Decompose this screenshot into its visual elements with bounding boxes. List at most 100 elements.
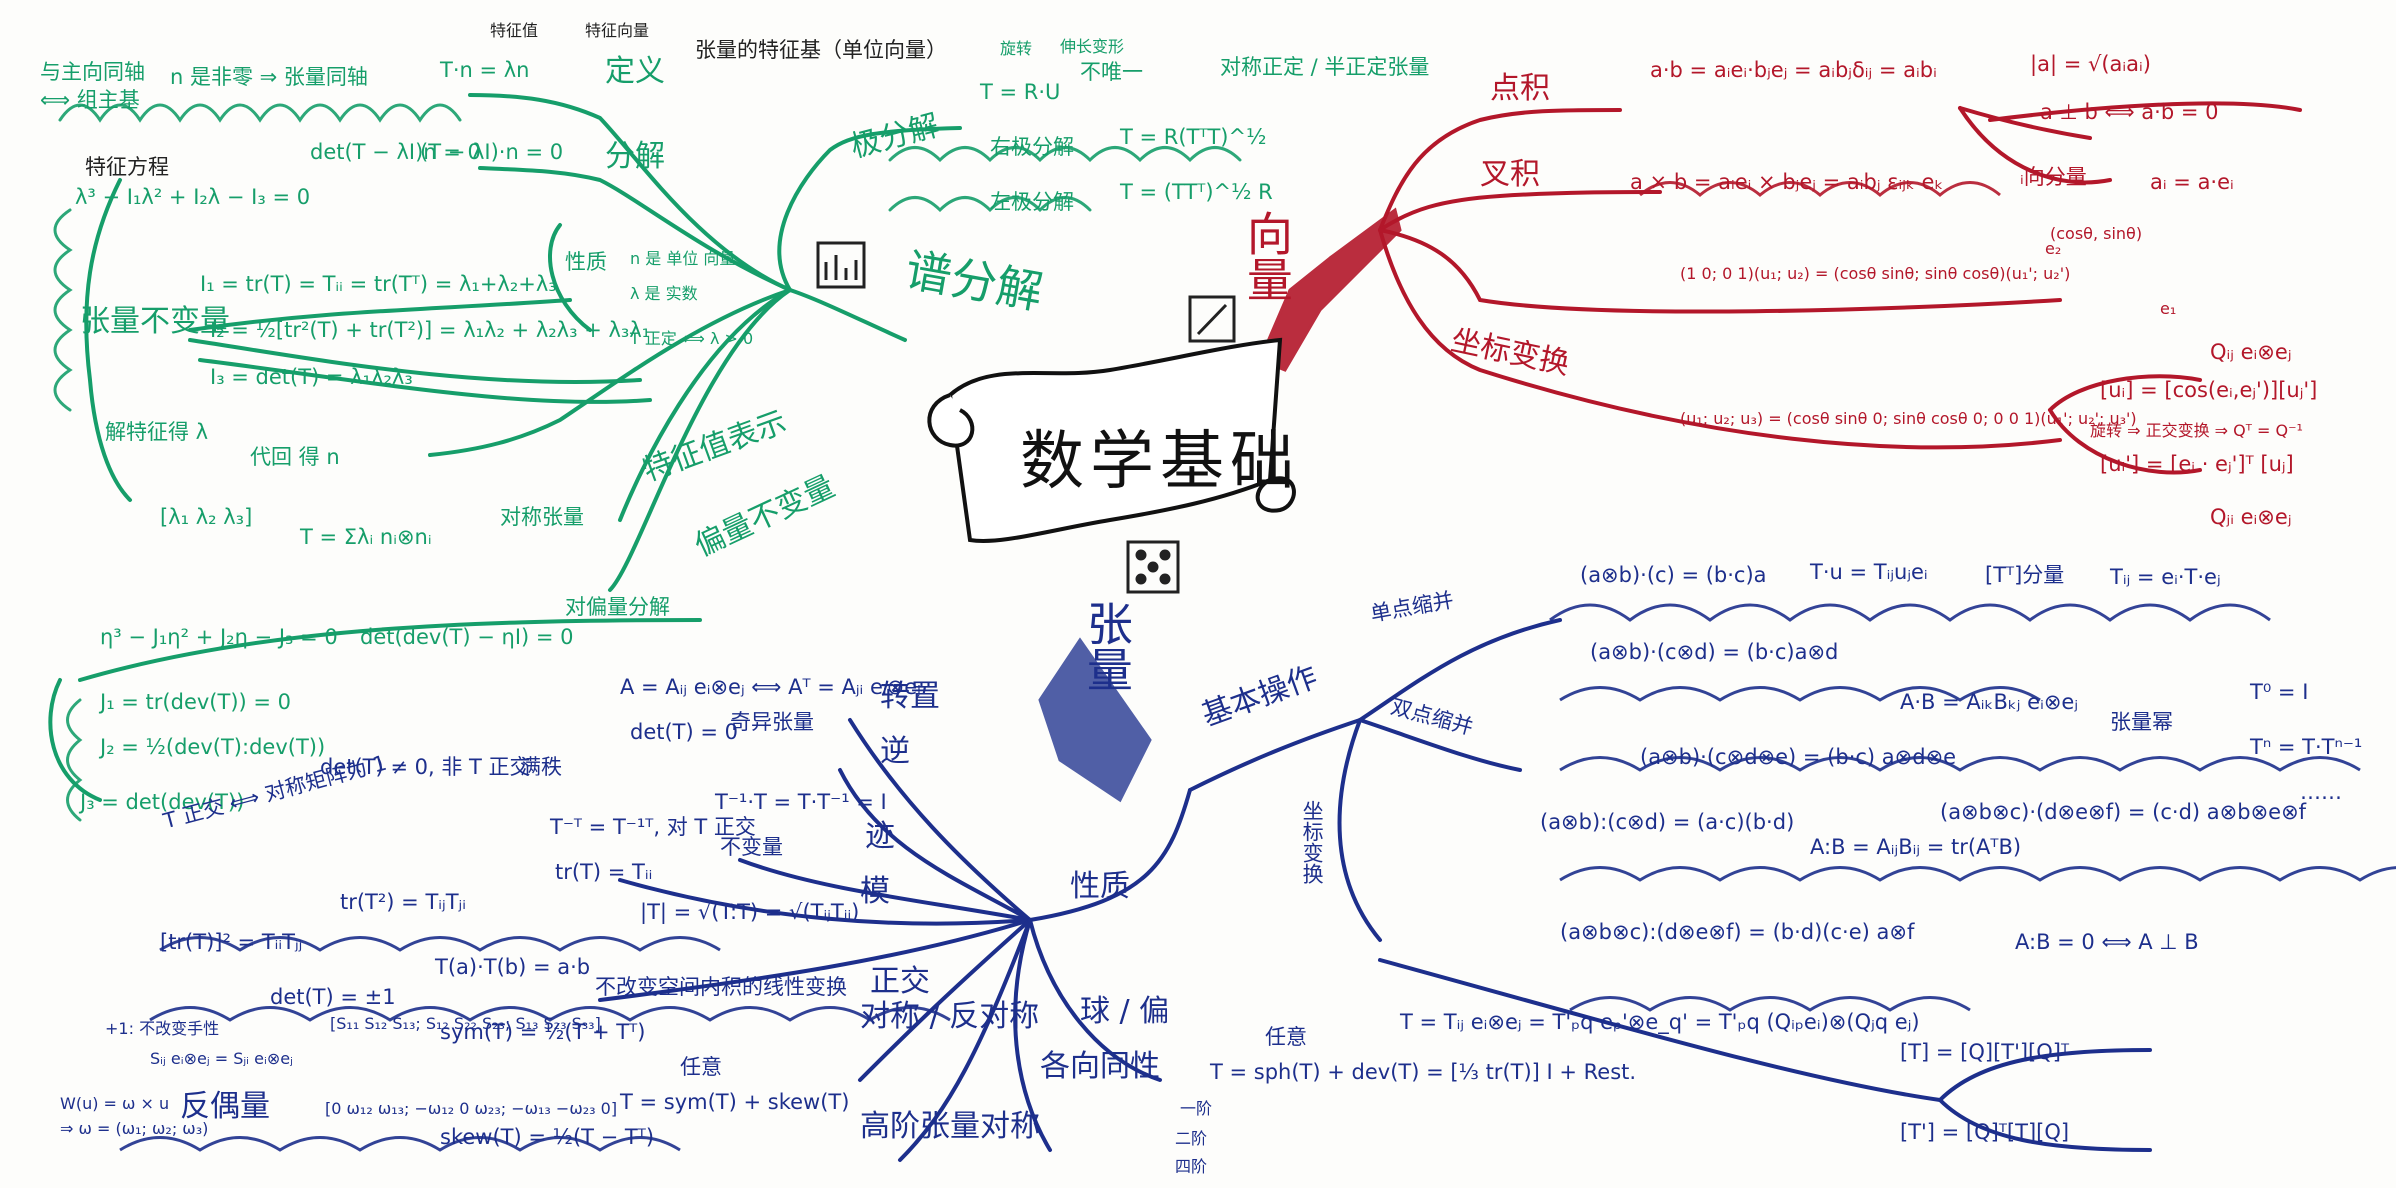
deviator-poly: η³ − J₁η² + J₂η − J₃ = 0 [100, 625, 338, 649]
skew-eq: skew(T) = ½(T − Tᵀ) [440, 1125, 655, 1149]
orth-eq: T(a)·T(b) = a·b [435, 955, 591, 979]
q-basis-1: Qᵢⱼ eᵢ⊗eⱼ [2210, 340, 2292, 364]
branch-tensor: 张量 [1079, 600, 1134, 692]
coord-eq2: [uᵢ'] = [eᵢ · eⱼ']ᵀ [uⱼ] [2100, 452, 2294, 476]
iso-first: 一阶 [1180, 1099, 1213, 1118]
double-d2: A:B = AᵢⱼBᵢⱼ = tr(AᵀB) [1810, 835, 2022, 859]
def-eigval: 特征值 [490, 21, 539, 40]
deviator-dev: 对偏量分解 [565, 595, 670, 619]
dot-formula: a·b = aᵢeᵢ·bⱼeⱼ = aᵢbⱼδᵢⱼ = aᵢbᵢ [1650, 58, 1937, 82]
decomp-eq1: det(T − λI)n = 0 [310, 140, 481, 164]
sketch-point: (cosθ, sinθ) [2050, 224, 2143, 243]
deviator-j3: J₃ = det(dev(T)) [80, 790, 245, 814]
invariant-i3: I₃ = det(T) = λ₁λ₂λ₃ [210, 365, 413, 389]
scroll-banner [927, 337, 1296, 543]
single-s10: (a⊗b)·(c⊗d⊗e) = (b·c) a⊗d⊗e [1640, 745, 1957, 769]
trace-eq: tr(T) = Tᵢᵢ [555, 860, 653, 884]
cross-product-label: 叉积 [1480, 157, 1540, 192]
rot2d-formula: (1 0; 0 1)(u₁; u₂) = (cosθ sinθ; sinθ co… [1680, 264, 2071, 283]
rotation-note: +1: 不改变手性 [105, 1019, 220, 1038]
single-s5: (a⊗b)·(c⊗d) = (b·c)a⊗d [1590, 640, 1839, 664]
single-s4: Tᵢⱼ = eᵢ·T·eⱼ [2110, 565, 2221, 589]
t-inverse-eq2: T⁻ᵀ = T⁻¹ᵀ, 对 T 正交 [550, 815, 756, 839]
pencil-icon [1188, 295, 1236, 343]
single-s8: T⁰ = I [2250, 680, 2309, 704]
iso-fourth: 四阶 [1175, 1157, 1208, 1176]
skew-matrix: [0 ω₁₂ ω₁₃; −ω₁₂ 0 ω₂₃; −ω₁₃ −ω₂₃ 0] [325, 1099, 618, 1118]
deviator-j2: J₂ = ½(dev(T):dev(T)) [100, 735, 326, 759]
deviator-char: det(dev(T) − ηI) = 0 [360, 625, 574, 649]
any-label: 任意 [680, 1055, 722, 1079]
any2-label: 任意 [1265, 1025, 1307, 1049]
single-s3: [Tᵀ]分量 [1985, 563, 2065, 587]
sij-eq: Sᵢⱼ eᵢ⊗eⱼ = Sⱼᵢ eᵢ⊗eⱼ [150, 1049, 293, 1068]
transpose-label: 转置 [880, 679, 940, 714]
props-label: 性质 [565, 250, 607, 274]
rot3d-formula: (u₁; u₂; u₃) = (cosθ sinθ 0; sinθ cosθ 0… [1680, 409, 2137, 428]
q-basis-2: Qⱼᵢ eᵢ⊗eⱼ [2210, 505, 2292, 529]
eigen-repr-sym: 对称张量 [500, 505, 584, 529]
t-inverse-eq: T⁻¹·T = T·T⁻¹ = I [715, 790, 887, 814]
single-s1: (a⊗b)·(c) = (b·c)a [1580, 563, 1767, 587]
coord-c3: [T'] = [Q]ᵀ[T][Q] [1900, 1120, 2070, 1144]
rotation-note: 旋转 ⇒ 正交变换 ⇒ Qᵀ = Q⁻¹ [2090, 421, 2303, 440]
polar-semidef: 对称正定 / 半正定张量 [1220, 55, 1430, 79]
props-p3: T 正定 ⟺ λ > 0 [630, 329, 754, 348]
single-dots: …… [2300, 780, 2342, 804]
solve-a: 解特征得 λ [105, 420, 209, 444]
component-label: ᵢ向分量 [2020, 165, 2087, 189]
eigen-repr-matrix: [λ₁ λ₂ λ₃] [160, 505, 253, 529]
polar-note2: 伸长变形 [1060, 37, 1125, 56]
props-p2: λ 是 实数 [630, 284, 698, 303]
cross-formula: a × b = aᵢeᵢ × bⱼeⱼ = aᵢbⱼ εᵢⱼₖ eₖ [1630, 170, 1944, 194]
sph-eq: T = sph(T) + dev(T) = [⅓ tr(T)] I + Rest… [1210, 1060, 1637, 1084]
iso-second: 二阶 [1175, 1129, 1208, 1148]
def-eigvec: 特征向量 [585, 21, 650, 40]
left-polar-label: 左极分解 [990, 190, 1074, 214]
eigen-repr-eq: T = Σλᵢ nᵢ⊗nᵢ [300, 525, 432, 549]
trace-squared: [tr(T)]² = TᵢᵢTⱼⱼ [160, 930, 303, 954]
char-poly: λ³ − I₁λ² + I₂λ − I₃ = 0 [75, 185, 311, 209]
dice-icon [1126, 540, 1180, 594]
def-label: 定义 [605, 54, 665, 89]
right-polar-eq: T = R(TᵀT)^½ [1120, 125, 1267, 149]
sum-eq: T = sym(T) + skew(T) [620, 1090, 850, 1114]
deviator-j1: J₁ = tr(dev(T)) = 0 [100, 690, 292, 714]
tensor-coord-label: 坐标变换 [1300, 800, 1325, 884]
invariant-label: 不变量 [720, 835, 783, 859]
polar-eq: T = R·U [980, 80, 1061, 104]
invariant-i1: I₁ = tr(T) = Tᵢᵢ = tr(Tᵀ) = λ₁+λ₂+λ₃ [200, 272, 557, 296]
coord-c1: T = Tᵢⱼ eᵢ⊗eⱼ = T'ₚq eₚ'⊗e_q' = T'ₚq (Qᵢ… [1400, 1010, 1920, 1034]
branch-vector: 向量 [1239, 210, 1294, 302]
norm-formula: |a| = √(aᵢaᵢ) [2030, 52, 2151, 76]
single-s2: T·u = Tᵢⱼuⱼeᵢ [1810, 560, 1928, 584]
single-s11: (a⊗b⊗c)·(d⊗e⊗f) = (c·d) a⊗b⊗e⊗f [1940, 800, 2307, 824]
def-same: 与主向同轴 [40, 60, 145, 84]
trace-label: 迹 [865, 819, 895, 854]
single-s7: 张量幂 [2110, 710, 2173, 734]
sym-eq: sym(T) = ½(T + Tᵀ) [440, 1020, 646, 1044]
def-nonzero: n 是非零 ⇒ 张量同轴 [170, 65, 368, 89]
orth-formula: a ⊥ b ⟺ a·b = 0 [2040, 100, 2219, 124]
axial-eq: W(u) = ω × u [60, 1094, 170, 1113]
single-s6: A·B = AᵢₖBₖⱼ eᵢ⊗eⱼ [1900, 690, 2079, 714]
chart-icon [816, 241, 866, 289]
invariants-label: 张量不变量 [80, 304, 230, 339]
char-eq-label: 特征方程 [85, 155, 169, 179]
single-s9: Tⁿ = T·Tⁿ⁻¹ [2250, 735, 2363, 759]
polar-note1: 旋转 [1000, 39, 1033, 58]
dot-product-label: 点积 [1490, 71, 1550, 106]
axial-vec: ⇒ ω = (ω₁; ω₂; ω₃) [60, 1119, 209, 1138]
def-same2: ⟺ 组主基 [40, 88, 140, 112]
coord-c2: [T] = [Q][T'][Q]ᵀ [1900, 1040, 2070, 1064]
double-d1: (a⊗b):(c⊗d) = (a·c)(b·d) [1540, 810, 1795, 834]
left-polar-eq: T = (TTᵀ)^½ R [1120, 180, 1273, 204]
modulus-eq: |T| = √(T:T) = √(TᵢⱼTᵢⱼ) [640, 900, 860, 924]
sym-matrix: [S₁₁ S₁₂ S₁₃; S₁₂ S₂₂ S₂₃; S₁₃ S₂₃ S₃₃] [330, 1014, 601, 1033]
det0-eq: det(T) = 0 [630, 720, 739, 744]
center-title: 数学基础 [1020, 425, 1300, 499]
double-d4: (a⊗b⊗c):(d⊗e⊗f) = (b·d)(c·e) a⊗f [1560, 920, 1915, 944]
double-d3: A:B = 0 ⟺ A ⊥ B [2015, 930, 2199, 954]
det-orth-eq: det(T) = ±1 [270, 985, 396, 1009]
